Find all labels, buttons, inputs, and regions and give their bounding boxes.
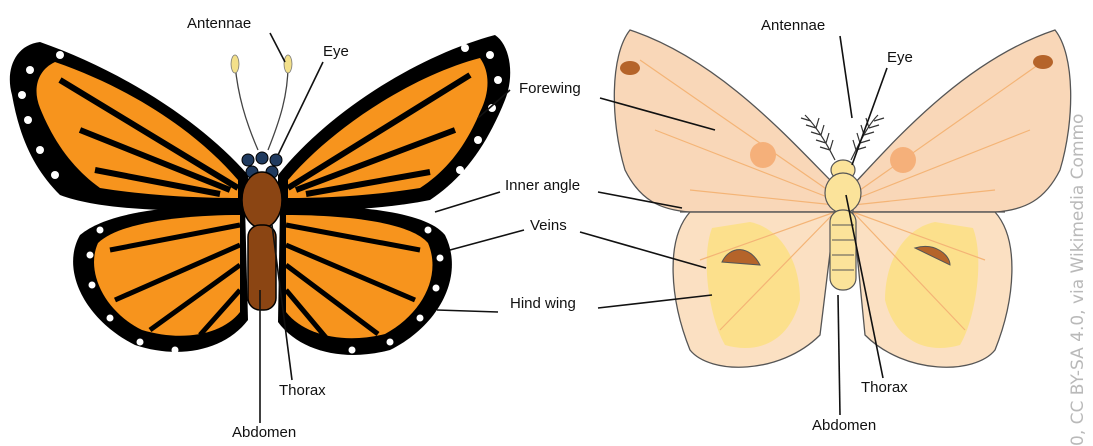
moth-left-apical-spot bbox=[620, 61, 640, 75]
moth-thorax-label: Thorax bbox=[861, 379, 908, 396]
veins-leader-butterfly bbox=[450, 230, 524, 250]
moth-eye-leader bbox=[852, 68, 887, 165]
butterfly-thorax-label: Thorax bbox=[279, 382, 326, 399]
hind-wing-label: Hind wing bbox=[510, 295, 576, 312]
moth-left-forewing bbox=[614, 30, 835, 212]
moth-antennae-leader bbox=[840, 36, 852, 118]
butterfly-eye-label: Eye bbox=[323, 43, 349, 60]
moth-left-forewing-spot bbox=[750, 142, 776, 168]
moth-abdomen-label: Abdomen bbox=[812, 417, 876, 434]
moth-antennae bbox=[801, 115, 884, 160]
butterfly-antenna-club-right bbox=[284, 55, 292, 73]
moth-right-forewing-spot bbox=[890, 147, 916, 173]
butterfly-antennae bbox=[235, 65, 288, 150]
butterfly-thorax bbox=[242, 172, 282, 228]
inner-angle-leader-butterfly bbox=[435, 192, 500, 212]
inner-angle-label: Inner angle bbox=[505, 177, 580, 194]
butterfly-antennae-leader bbox=[270, 33, 285, 62]
moth-eye-label: Eye bbox=[887, 49, 913, 66]
attribution-text: 0, CC BY-SA 4.0, via Wikimedia Commo bbox=[1068, 114, 1088, 446]
butterfly-abdomen bbox=[248, 225, 276, 310]
forewing-label: Forewing bbox=[519, 80, 581, 97]
butterfly-abdomen-label: Abdomen bbox=[232, 424, 296, 441]
butterfly-antennae-label: Antennae bbox=[187, 15, 251, 32]
moth-thorax bbox=[825, 173, 861, 213]
hind-wing-leader-butterfly bbox=[437, 310, 498, 312]
moth-illustration bbox=[614, 30, 1070, 367]
moth-right-apical-spot bbox=[1033, 55, 1053, 69]
moth-antennae-label: Antennae bbox=[761, 17, 825, 34]
veins-label: Veins bbox=[530, 217, 567, 234]
moth-abdomen-leader bbox=[838, 295, 840, 415]
butterfly-antenna-club-left bbox=[231, 55, 239, 73]
